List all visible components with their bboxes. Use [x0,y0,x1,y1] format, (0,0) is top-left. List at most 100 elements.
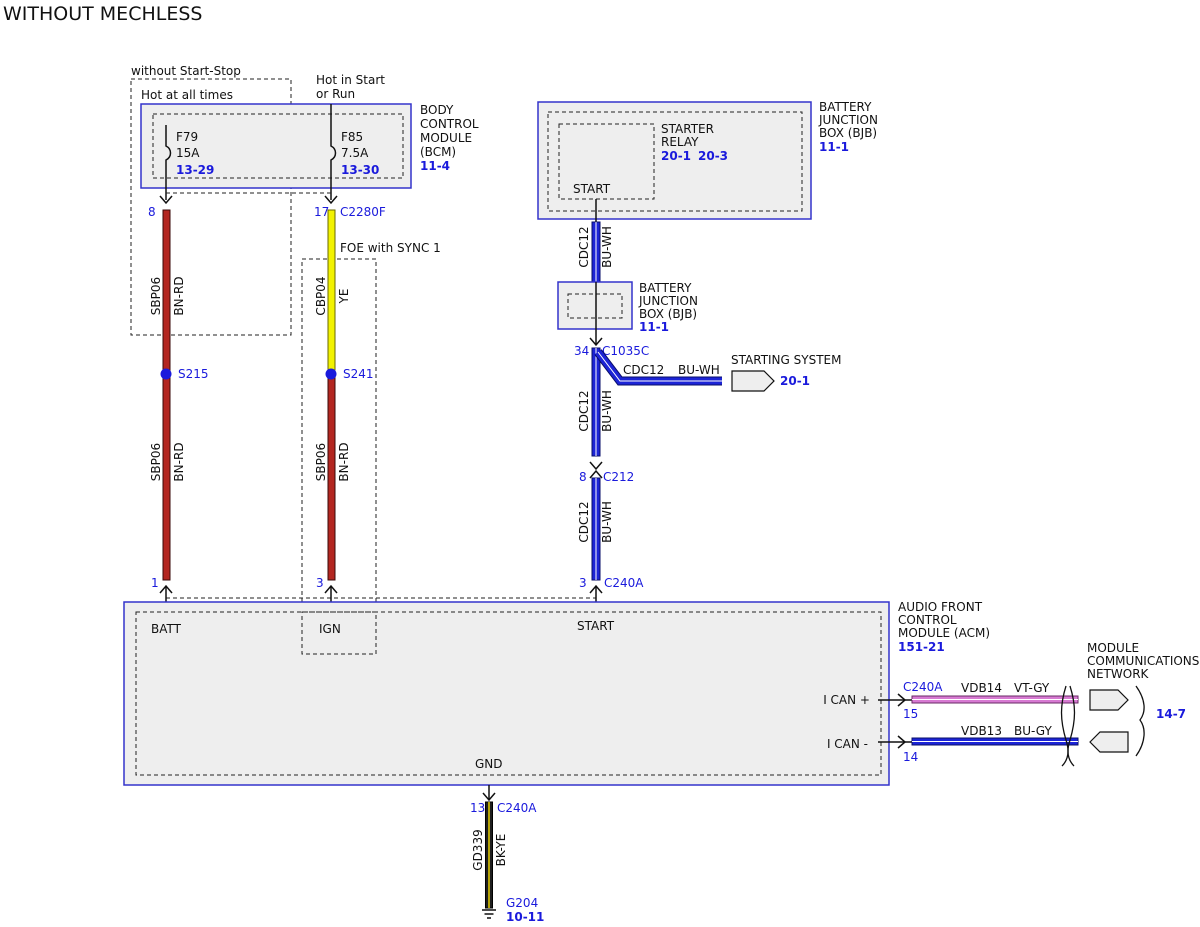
can-pin-14: 14 [903,750,918,764]
fuse-f79-name: F79 [176,130,198,144]
wire-vt-gy-label: VT-GY [1014,681,1050,695]
can-minus-arrow [897,735,907,749]
c212-arrow-bottom [589,469,603,479]
network-ref[interactable]: 14-7 [1156,707,1186,721]
acm-i-can-plus-label: I CAN + [823,693,870,707]
acm-pin-3b: 3 [579,576,587,590]
c212-arrow-top [589,461,603,471]
bcm-inner-dashed [152,113,404,179]
c1035c-arrow [589,337,603,347]
starting-system-ref[interactable]: 20-1 [780,374,810,388]
c212-pin: 8 [579,470,587,484]
network-name-3: NETWORK [1087,667,1150,681]
wire-cbp04[interactable] [327,209,336,371]
without-start-stop-label: without Start-Stop [131,64,241,78]
wire-bu-wh-label-2: BU-WH [600,390,614,432]
pin-8-left: 8 [148,205,156,219]
bcm-name-3: MODULE [420,131,472,145]
wire-vdb14-label: VDB14 [961,681,1002,695]
can-pin-15: 15 [903,707,918,721]
fuse-f79-rating: 15A [176,146,200,160]
acm-batt-label: BATT [151,622,182,636]
network-name-2: COMMUNICATIONS [1087,654,1199,668]
ground-name: G204 [506,896,538,910]
c240a-gnd-label: C240A [497,801,537,815]
bjb-mid-inner-dashed [567,293,623,319]
network-connector-plus[interactable] [1089,689,1129,711]
bcm-name-4: (BCM) [420,145,456,159]
bcm-connector-arrow-left [159,195,173,205]
ground-ref[interactable]: 10-11 [506,910,544,924]
wire-bu-wh-label-3: BU-WH [600,501,614,543]
acm-pin-3a: 3 [316,576,324,590]
hot-at-all-times-label: Hot at all times [141,88,233,102]
bjb-top-name-3: BOX (BJB) [819,126,877,140]
fuse-f79-symbol [165,125,172,200]
fuse-f85-ref[interactable]: 13-30 [341,163,379,177]
splice-s215-label: S215 [178,367,209,381]
bjb-top-name-1: BATTERY [819,100,872,114]
fuse-f85-rating: 7.5A [341,146,369,160]
hot-in-start-label-1: Hot in Start [316,73,385,87]
fuse-f79-ref[interactable]: 13-29 [176,163,214,177]
starter-relay-name-2: RELAY [661,135,699,149]
bjb-mid-box[interactable] [557,281,633,330]
starting-system-label: STARTING SYSTEM [731,353,841,367]
c240a-right-label: C240A [903,680,943,694]
bjb-mid-name-2: JUNCTION [638,294,698,308]
gnd-pin: 13 [470,801,485,815]
network-brace [1135,685,1145,757]
fuse-f85-name: F85 [341,130,363,144]
foe-sync-label: FOE with SYNC 1 [340,241,441,255]
wire-vdb13-label: VDB13 [961,724,1002,738]
bcm-name-2: CONTROL [420,117,479,131]
network-name-1: MODULE [1087,641,1139,655]
starter-relay-name-1: STARTER [661,122,714,136]
c212-label: C212 [603,470,634,484]
wire-bn-rd-label-2: BN-RD [172,442,186,481]
acm-pin-1: 1 [151,576,159,590]
acm-i-can-minus-label: I CAN - [827,737,868,751]
wire-ye-label: YE [337,289,351,305]
acm-box[interactable] [123,601,890,786]
fuse-f85-symbol [330,104,337,200]
acm-name-3: MODULE (ACM) [898,626,990,640]
wire-bk-ye-label: BK-YE [494,834,508,867]
wire-sbp06-label-1: SBP06 [149,277,163,315]
c2280f-pin: 17 [314,205,329,219]
foe-sync-region-lower [301,611,377,655]
twisted-pair-symbol-a [1060,685,1069,767]
wire-sbp06-label-2: SBP06 [149,443,163,481]
starting-system-connector[interactable] [731,370,775,392]
starter-relay-box[interactable] [558,123,655,200]
c1035c-label: C1035C [602,344,649,358]
c1035c-pin: 34 [574,344,589,358]
network-connector-minus[interactable] [1089,731,1129,753]
starter-relay-ref-2[interactable]: 20-3 [698,149,728,163]
wire-sbp06-label-3: SBP06 [314,443,328,481]
c240a-top-label: C240A [604,576,644,590]
bjb-mid-name-1: BATTERY [639,281,692,295]
c2280f-label: C2280F [340,205,386,219]
wire-bn-rd-label-3: BN-RD [337,442,351,481]
bcm-connector-arrow-right [324,195,338,205]
wire-sbp06-right[interactable] [327,373,336,581]
wire-cdc12-label-3: CDC12 [577,501,591,542]
bcm-name-1: BODY [420,103,454,117]
wire-bu-gy-label: BU-GY [1014,724,1052,738]
wire-bu-wh-branch-label: BU-WH [678,363,720,377]
bjb-top-ref[interactable]: 11-1 [819,140,849,154]
wire-cbp04-label: CBP04 [314,276,328,315]
bjb-top-name-2: JUNCTION [818,113,878,127]
bcm-box[interactable] [140,103,412,189]
acm-ref[interactable]: 151-21 [898,640,945,654]
wire-sbp06-left[interactable] [162,209,171,581]
splice-s215[interactable] [160,368,172,380]
page-title: WITHOUT MECHLESS [3,3,202,25]
acm-name-2: CONTROL [898,613,957,627]
bjb-mid-ref[interactable]: 11-1 [639,320,669,334]
splice-s241[interactable] [325,368,337,380]
bcm-ref[interactable]: 11-4 [420,159,450,173]
starter-relay-ref-1[interactable]: 20-1 [661,149,691,163]
